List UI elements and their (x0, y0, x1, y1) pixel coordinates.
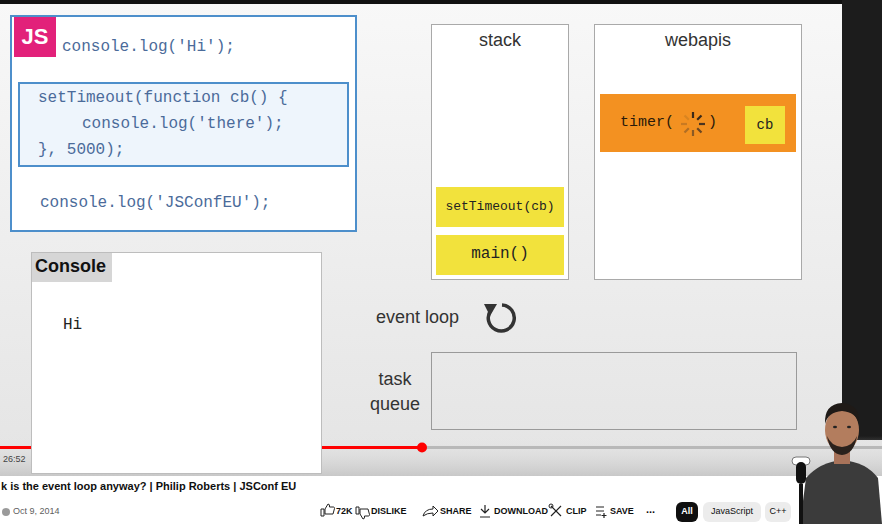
chip-all (676, 502, 698, 522)
share-icon (423, 506, 438, 516)
microphone-arm (799, 484, 803, 524)
console-output: Hi (63, 316, 82, 335)
presenter-hair (825, 403, 859, 424)
badge-text: JS (22, 24, 49, 50)
js-badge: JS (14, 17, 56, 57)
panel-title: stack (479, 30, 521, 52)
microphone (796, 462, 806, 484)
presenter-eye (847, 426, 851, 429)
like-count: 72K (336, 506, 353, 517)
action-button: SAVE (610, 506, 634, 517)
callback-box: cb (745, 106, 785, 144)
stack-frame: main() (436, 235, 564, 275)
presenter-face (825, 408, 859, 452)
frame-label: setTimeout(cb) (445, 199, 554, 215)
highlighted-code-block: setTimeout(function cb() { console.log('t… (18, 82, 349, 167)
timer-label: ) (708, 114, 717, 132)
console-panel: ConsoleHi (31, 252, 322, 474)
code-panel: console.log('Hi'); console.log('JSConfEU'… (10, 15, 357, 232)
filter-chip: JavaScript (703, 506, 761, 517)
like-icon (321, 504, 335, 516)
save-icon (596, 507, 607, 518)
video-title: k is the event loop anyway? | Philip Rob… (1, 480, 296, 493)
event-loop-arrowhead (484, 304, 497, 316)
code-line: console.log('JSConfEU'); (40, 194, 270, 213)
presenter-eye (833, 426, 837, 429)
queue-heading: task queue (366, 367, 424, 417)
webapis-panel: webapis timer() cb (594, 24, 802, 280)
panel-title: webapis (665, 30, 731, 52)
video-time: 26:52 (3, 454, 26, 465)
channel-avatar (2, 508, 10, 516)
clip-icon-ring (549, 504, 553, 508)
info-bar (0, 476, 882, 524)
upload-date: Oct 9, 2014 (13, 506, 60, 517)
more-button: ... (646, 503, 655, 516)
progress-scrubber (417, 443, 427, 453)
action-button: SHARE (440, 506, 472, 517)
presenter-beard (827, 436, 857, 455)
code-line: setTimeout(function cb() { (38, 89, 288, 108)
presenter-webcam (796, 403, 882, 524)
presenter-neck (834, 446, 850, 464)
code-line: }, 5000); (38, 141, 124, 160)
timer-box: timer() cb (600, 94, 796, 152)
toggle-icon (792, 457, 810, 465)
chip-javascript (703, 502, 761, 522)
dislike-icon (356, 507, 370, 519)
right-dark-strip (842, 0, 882, 440)
task-queue-box: task queue (431, 352, 797, 430)
code-line: console.log('there'); (82, 115, 284, 134)
code-line: console.log('Hi'); (62, 38, 235, 57)
stack-panel: stack setTimeout(cb) main() (431, 24, 569, 280)
action-button: CLIP (566, 506, 587, 517)
stack-frame: setTimeout(cb) (436, 187, 564, 227)
chip-cpp (765, 502, 791, 522)
slide-background (0, 0, 882, 476)
presenter-body (800, 460, 882, 524)
callback-label: cb (757, 117, 774, 134)
timer-spinner (681, 112, 705, 136)
event-loop-label: event loop (376, 307, 459, 329)
console-header: Console (32, 253, 112, 282)
filter-chip: All (676, 506, 698, 517)
download-icon (480, 505, 490, 517)
top-bar (0, 0, 882, 4)
timer-label: timer( (620, 114, 674, 132)
filter-chip: C++ (765, 506, 791, 517)
action-button: DOWNLOAD (494, 506, 548, 517)
frame-label: main() (471, 245, 529, 264)
action-button: DISLIKE (371, 506, 407, 517)
